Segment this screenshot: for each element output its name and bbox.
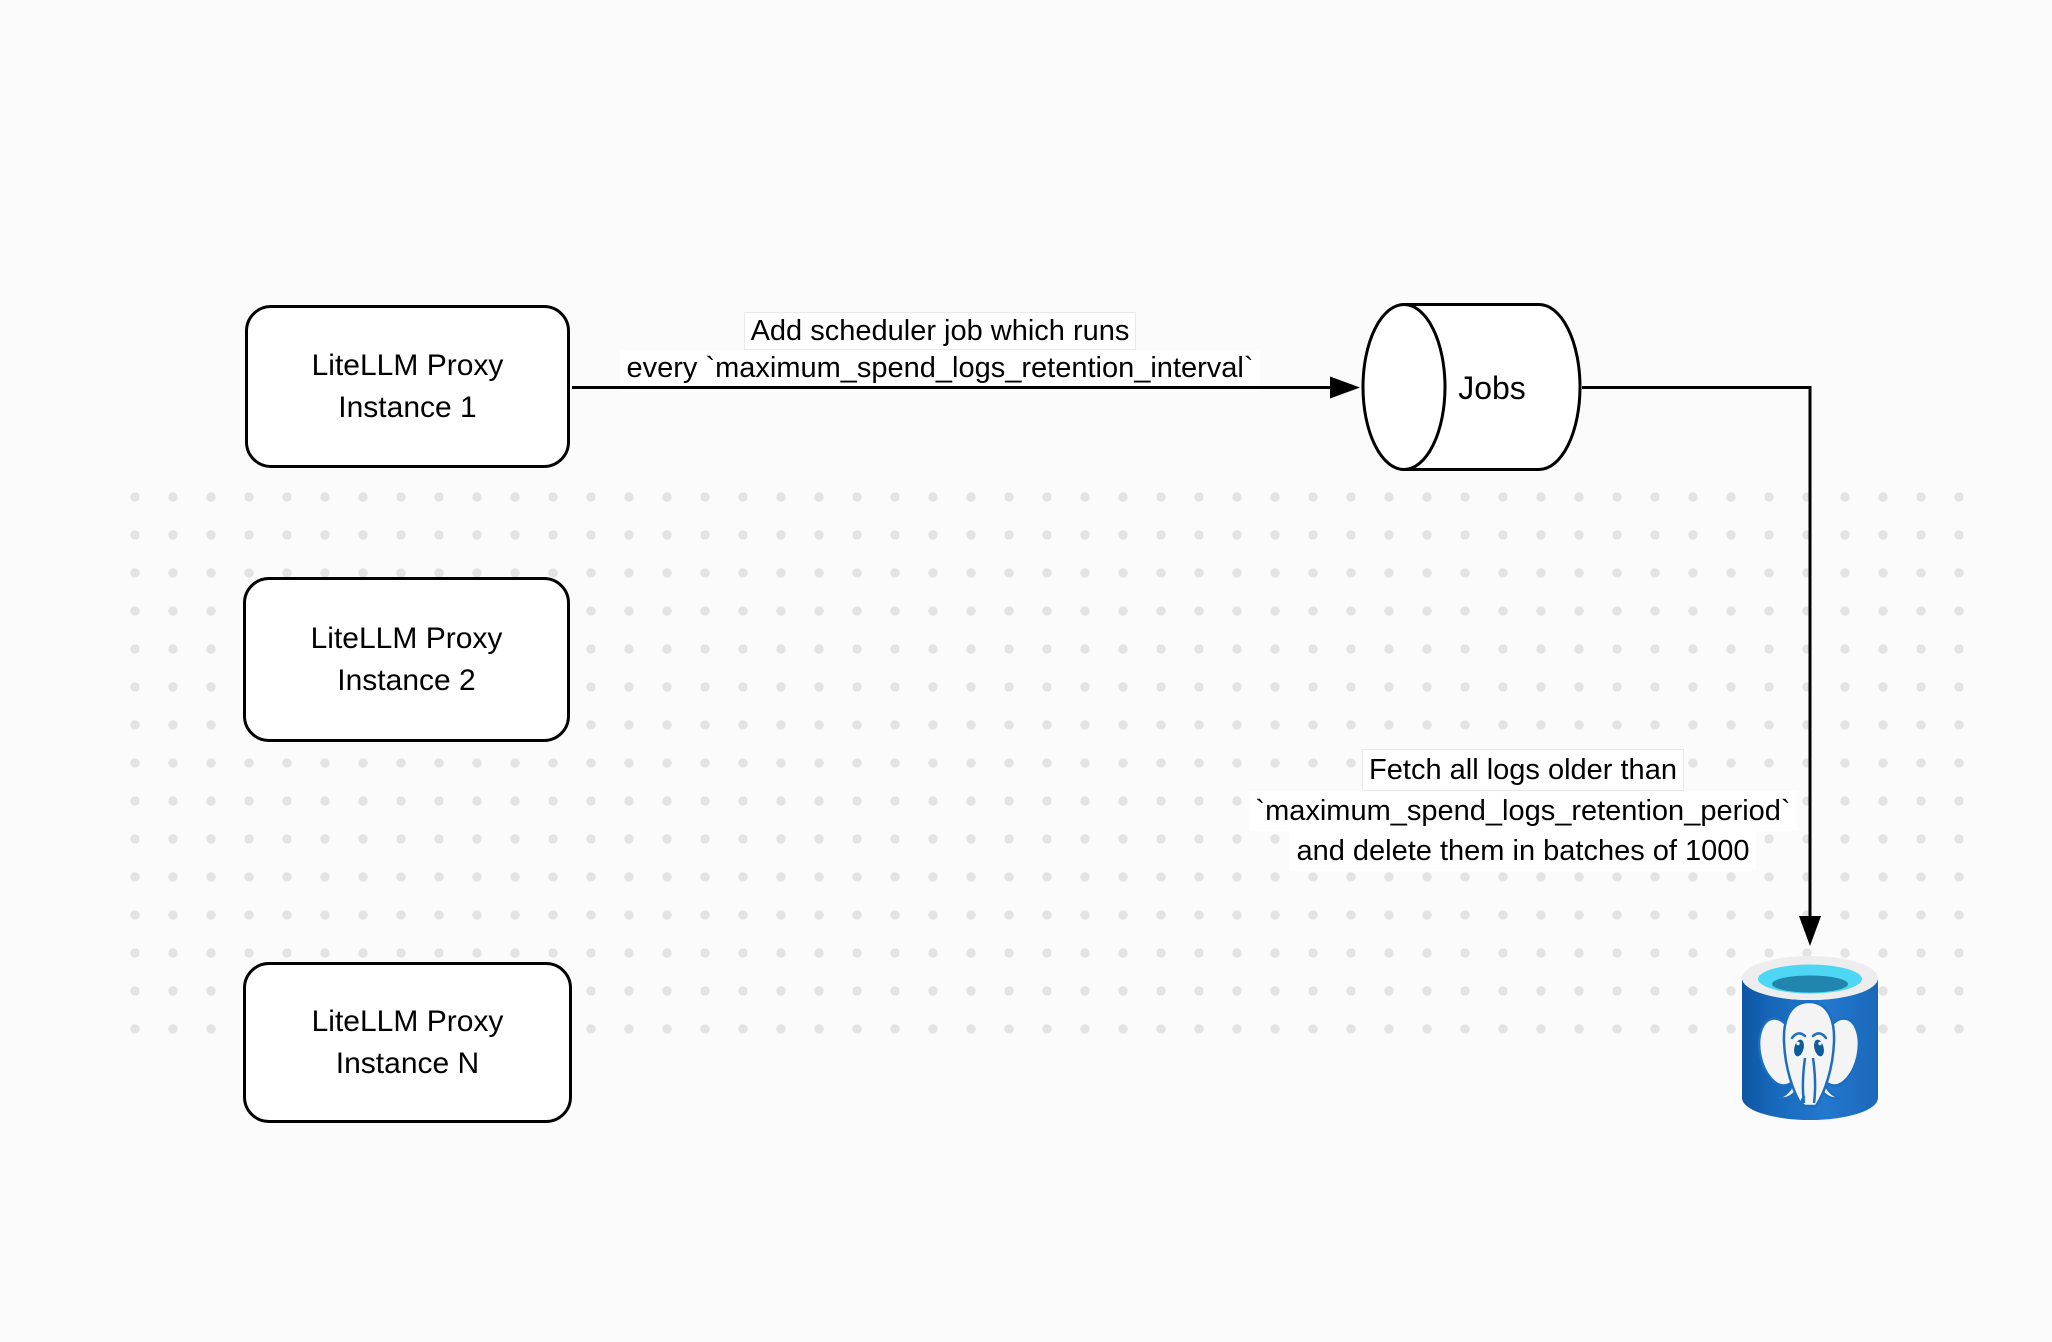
edge-label-line: Fetch all logs older than: [1362, 749, 1684, 791]
arrow-jobs-to-database: [1582, 386, 1821, 946]
edge-label-line: every `maximum_spend_logs_retention_inte…: [620, 350, 1260, 386]
node-litellm-proxy-instance-n: LiteLLM Proxy Instance N: [243, 962, 572, 1123]
node-label-line: Instance N: [335, 1046, 480, 1080]
arrow-proxy-to-jobs: [572, 376, 1360, 399]
edge-label-line: `maximum_spend_logs_retention_period`: [1249, 791, 1797, 831]
edge-label-line: and delete them in batches of 1000: [1290, 831, 1756, 871]
jobs-cylinder-shape: [1361, 303, 1582, 471]
node-label-line: LiteLLM Proxy: [311, 1004, 504, 1038]
node-label-line: Instance 2: [337, 663, 476, 697]
node-label-line: Instance 1: [338, 390, 477, 424]
node-label-line: LiteLLM Proxy: [310, 621, 503, 655]
edge-label-scheduler-job: Add scheduler job which runs every `maxi…: [540, 312, 1340, 386]
node-litellm-proxy-instance-1: LiteLLM Proxy Instance 1: [245, 305, 570, 468]
edge-label-line: Add scheduler job which runs: [743, 312, 1137, 350]
elephant-glyph: [1757, 1000, 1861, 1108]
edge-label-fetch-delete: Fetch all logs older than `maximum_spend…: [1173, 749, 1873, 871]
node-label-line: LiteLLM Proxy: [311, 348, 504, 382]
node-jobs-label: Jobs: [1458, 370, 1526, 406]
node-litellm-proxy-instance-2: LiteLLM Proxy Instance 2: [243, 577, 570, 742]
postgresql-elephant-icon: [1742, 956, 1878, 1120]
